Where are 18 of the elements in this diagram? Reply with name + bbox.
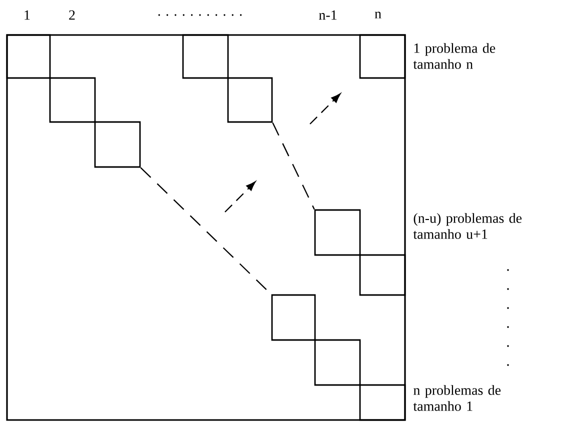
- block-square: [182, 34, 229, 79]
- column-label: n-1: [318, 10, 336, 20]
- block-square: [49, 77, 96, 123]
- block-square: [227, 77, 273, 123]
- block-square: [6, 34, 51, 79]
- column-label: . . . . . . . . . . .: [158, 14, 242, 16]
- block-square: [359, 34, 406, 79]
- block-square: [314, 339, 361, 386]
- row-label: (n-u) problemas de tamanho u+1: [413, 213, 522, 239]
- block-square: [271, 294, 316, 341]
- block-square: [359, 254, 406, 296]
- block-square: [94, 121, 141, 168]
- block-square: [359, 384, 406, 421]
- block-square: [314, 209, 361, 256]
- column-label: 1: [24, 10, 30, 20]
- dashed-line: [272, 122, 315, 210]
- column-label: n: [374, 12, 382, 18]
- column-label: 2: [69, 10, 75, 20]
